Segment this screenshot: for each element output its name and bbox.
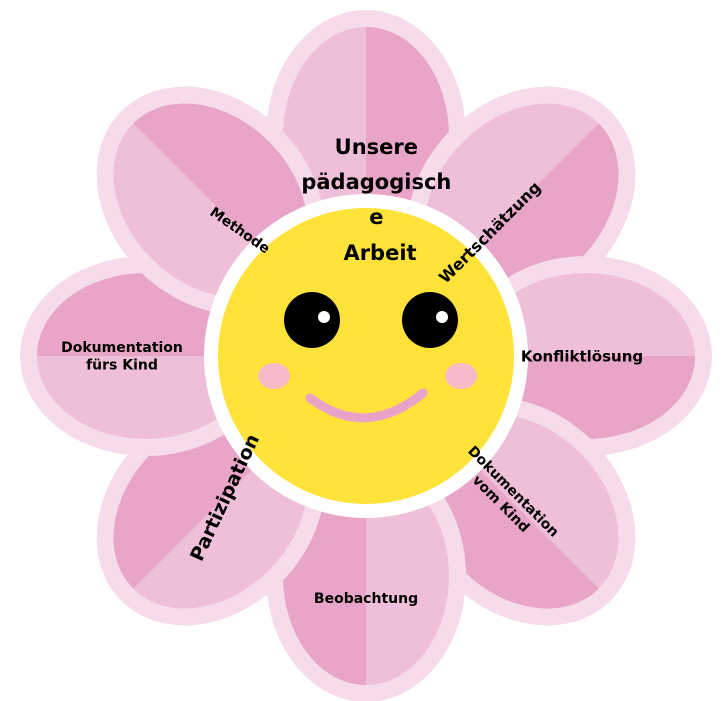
smile <box>305 388 428 423</box>
left-cheek <box>258 363 290 389</box>
smiley-face <box>218 208 514 504</box>
title-line: Arbeit <box>343 241 416 265</box>
petal-label-line: Dokumentation <box>61 340 183 356</box>
right-eye <box>402 292 458 348</box>
title-line: e <box>369 205 383 229</box>
petal-label: Konfliktlösung <box>521 347 643 365</box>
left-eye <box>284 292 340 348</box>
petal-label: Beobachtung <box>314 591 418 607</box>
left-eye-highlight <box>318 311 330 323</box>
right-eye-highlight <box>436 311 448 323</box>
diagram-title: Unsere pädagogisch e Arbeit <box>301 135 458 265</box>
petal-label: Dokumentation fürs Kind <box>61 340 183 374</box>
petal-label-line: Beobachtung <box>314 591 418 607</box>
right-cheek <box>445 363 477 389</box>
title-line: Unsere <box>335 135 418 159</box>
flower-center <box>204 194 528 518</box>
title-line: pädagogisch <box>301 170 451 194</box>
petal-label-line: Konfliktlösung <box>521 347 643 365</box>
petal-label-line: fürs Kind <box>86 358 158 374</box>
